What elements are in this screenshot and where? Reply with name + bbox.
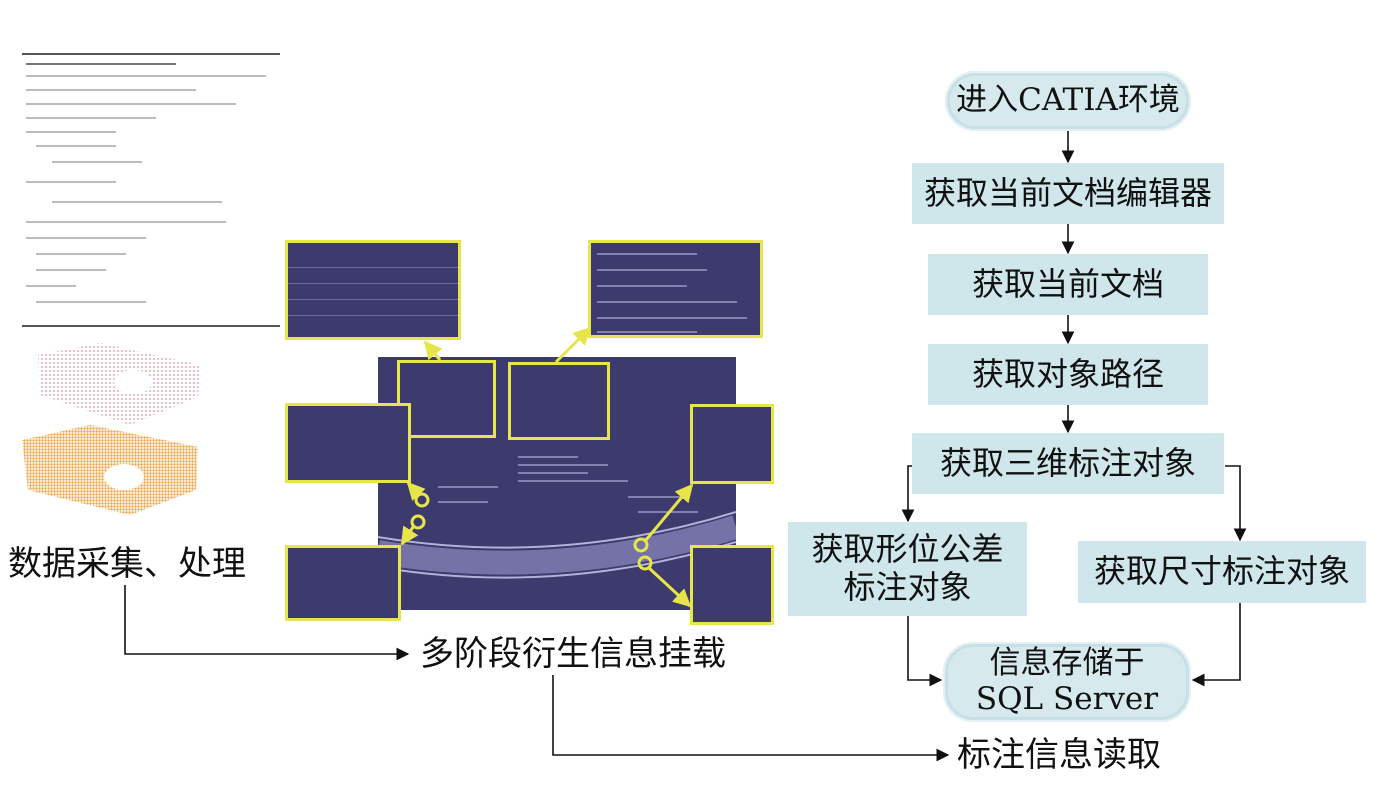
- flow-step-get-3d-annotation-label: 获取三维标注对象: [939, 443, 1196, 482]
- catia-drawing-screenshot: [378, 357, 736, 610]
- flow-step-get-editor-label: 获取当前文档编辑器: [923, 173, 1212, 212]
- zoom-panel-detail-lower-right: [690, 545, 774, 625]
- info-mount-caption: 多阶段衍生信息挂载: [420, 634, 726, 674]
- flow-step-get-object-path-label: 获取对象路径: [971, 354, 1164, 393]
- data-collection-caption: 数据采集、处理: [8, 544, 246, 584]
- zoom-panel-detail-lower-left: [285, 545, 401, 621]
- zoom-panel-notes: [588, 240, 763, 338]
- flow-branch-dimension: 获取尺寸标注对象: [1078, 541, 1366, 603]
- zoom-panel-detail-upper-right: [690, 404, 774, 484]
- point-cloud-images: [22, 343, 200, 515]
- highlight-box-right: [508, 362, 610, 440]
- flow-step-get-document-label: 获取当前文档: [971, 264, 1164, 303]
- flow-branch-dimension-label: 获取尺寸标注对象: [1093, 552, 1350, 591]
- flow-end-label-line2: SQL Server: [975, 681, 1159, 717]
- flow-branch-geometric-tolerance: 获取形位公差 标注对象: [788, 522, 1027, 616]
- zoom-panel-detail-upper-left: [285, 403, 411, 483]
- flow-end-label-line1: 信息存储于: [989, 645, 1145, 682]
- zoom-panel-properties: [285, 240, 461, 340]
- flow-step-get-editor: 获取当前文档编辑器: [912, 163, 1224, 224]
- highlight-box-left: [397, 360, 496, 438]
- point-cloud-processed: [22, 425, 198, 515]
- algorithm-listing-thumbnail: [22, 53, 280, 327]
- flow-start-catia: 进入CATIA环境: [945, 71, 1191, 131]
- point-cloud-raw: [38, 343, 200, 425]
- flow-step-get-object-path: 获取对象路径: [928, 344, 1208, 405]
- flow-step-get-3d-annotation: 获取三维标注对象: [912, 433, 1224, 494]
- flow-step-get-document: 获取当前文档: [928, 254, 1208, 315]
- flow-start-label: 进入CATIA环境: [956, 82, 1180, 119]
- annotation-read-caption: 标注信息读取: [957, 735, 1161, 775]
- flow-end-sql-server: 信息存储于 SQL Server: [943, 642, 1191, 722]
- flow-branch-geometric-tolerance-label: 获取形位公差 标注对象: [811, 530, 1004, 606]
